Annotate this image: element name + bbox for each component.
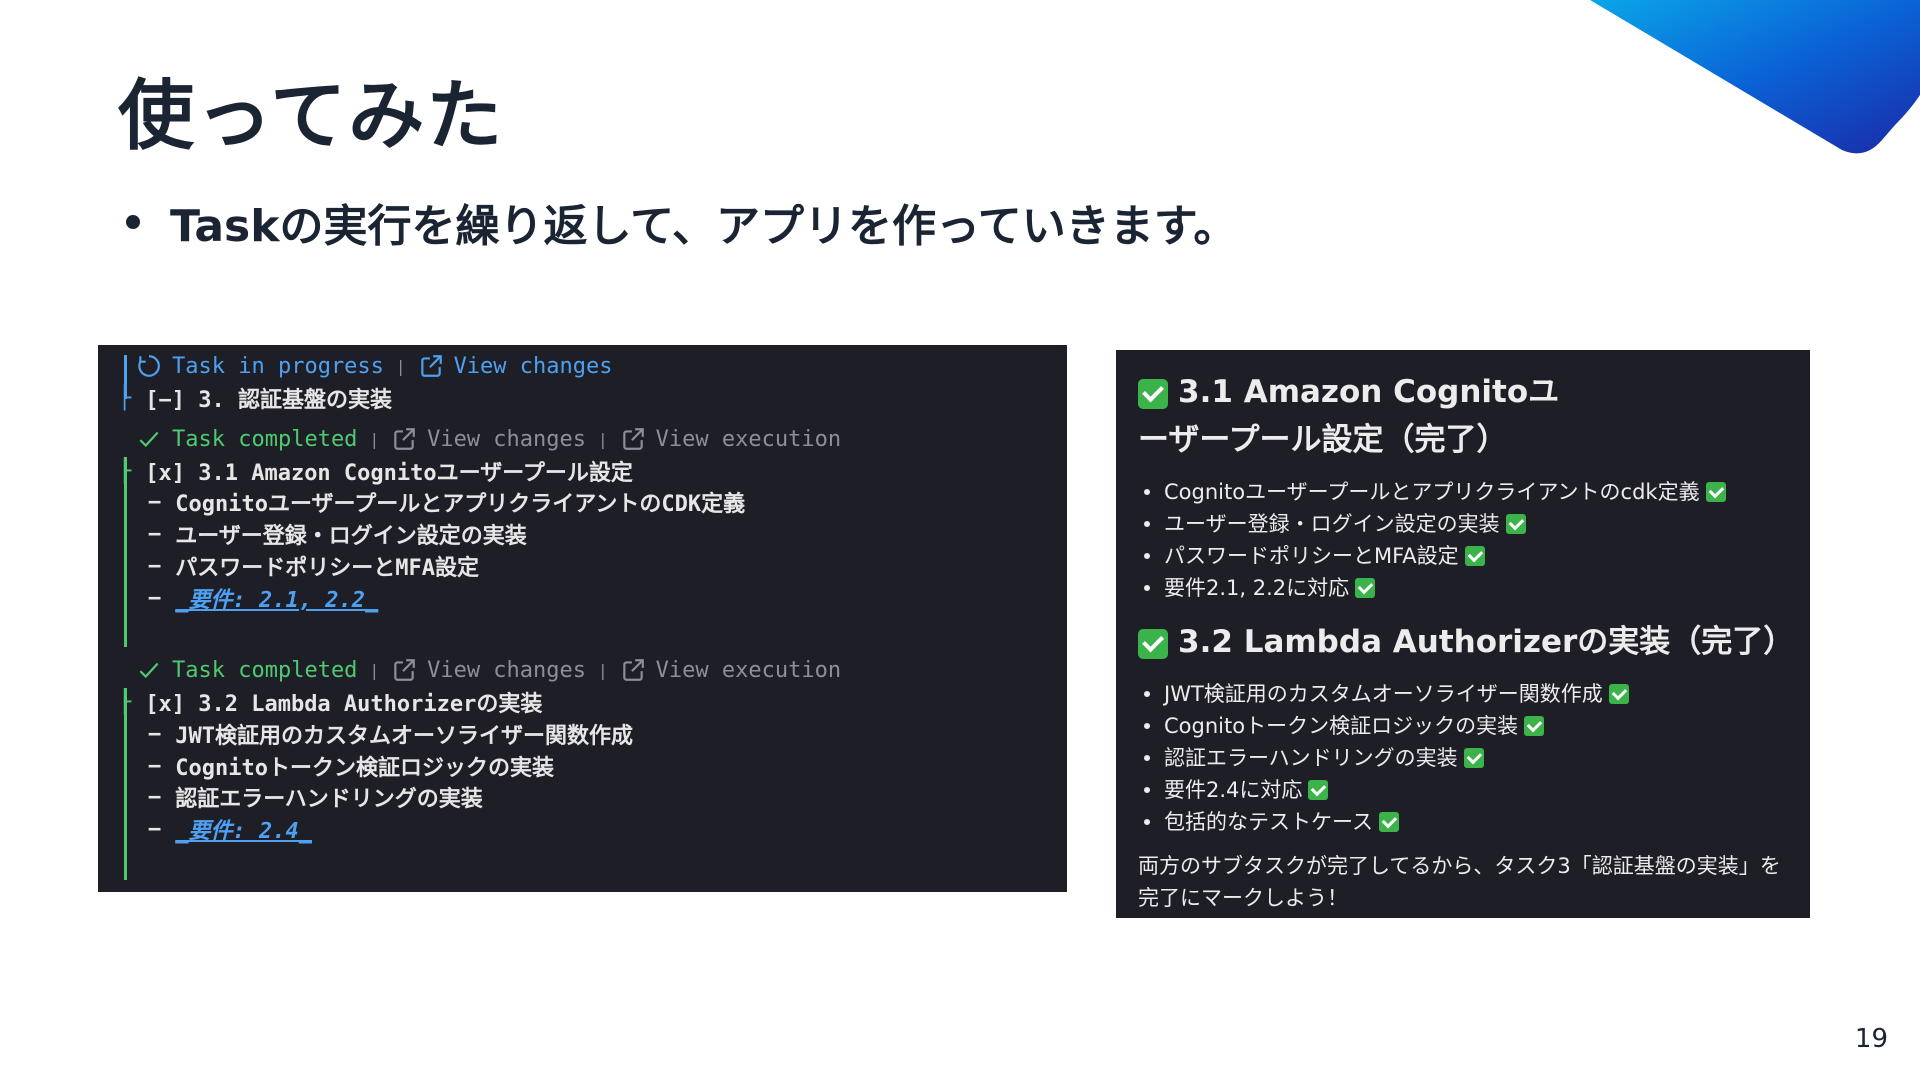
slide-bullet: Taskの実行を繰り返して、アプリを作っていきます。 — [126, 190, 1237, 254]
external-link-icon — [622, 428, 644, 450]
task-a-item: −CognitoユーザープールとアプリクライアントのCDK定義 — [148, 489, 746, 518]
view-changes-link[interactable]: View changes — [427, 657, 587, 683]
terminal-panel: Task in progress | View changes ├ [−] 3.… — [98, 345, 1067, 892]
list-item: Cognitoトークン検証ロジックの実装 — [1144, 710, 1545, 742]
task-completed-row-a: Task completed | View changes | View exe… — [136, 424, 841, 454]
task-a-header-row: ├ [x] 3.1 Amazon Cognitoユーザープール設定 — [118, 456, 633, 487]
list-item: 認証エラーハンドリングの実装 — [1144, 742, 1484, 774]
task-b-item: −認証エラーハンドリングの実装 — [148, 784, 483, 813]
summary-footer: 両方のサブタスクが完了してるから、タスク3「認証基盤の実装」を完了にマークしよう… — [1138, 854, 1781, 910]
tree-line-task-a — [124, 457, 127, 647]
external-link-icon — [394, 659, 415, 681]
checked-box-icon — [1355, 578, 1376, 598]
bullet-dot — [126, 215, 140, 229]
section2-title: 3.2 Lambda Authorizerの実装（完了） — [1138, 618, 1794, 666]
external-link-icon — [420, 355, 442, 377]
section1-title-cont: ーザープール設定（完了） — [1138, 422, 1508, 458]
list-item: JWT検証用のカスタムオーソライザー関数作成 — [1144, 678, 1629, 710]
tree-line-task-b — [124, 688, 127, 880]
task-a-requirement: −_要件: 2.1, 2.2_ — [148, 585, 379, 614]
external-link-icon — [622, 659, 644, 681]
checked-box-icon — [1524, 716, 1545, 736]
checked-box-icon — [1308, 780, 1329, 800]
view-execution-link[interactable]: View execution — [655, 657, 842, 683]
task-completed-row-b: Task completed | View changes | View exe… — [136, 655, 841, 685]
task-b-item: −JWT検証用のカスタムオーソライザー関数作成 — [148, 721, 633, 750]
task-a-item: −パスワードポリシーとMFA設定 — [148, 553, 479, 582]
bullet-text: Taskの実行を繰り返して、アプリを作っていきます。 — [170, 201, 1238, 252]
list-item: パスワードポリシーとMFA設定 — [1144, 540, 1485, 572]
check-icon — [139, 662, 159, 679]
list-item: ユーザー登録・ログイン設定の実装 — [1144, 508, 1526, 540]
checked-box-icon — [1463, 748, 1484, 768]
task-completed-label: Task completed — [172, 426, 358, 452]
checked-box-icon — [1138, 628, 1168, 659]
checked-box-icon — [1608, 684, 1629, 704]
view-changes-link[interactable]: View changes — [453, 353, 613, 379]
view-execution-link[interactable]: View execution — [655, 426, 842, 452]
task-in-progress-label: Task in progress — [172, 353, 384, 379]
list-item: 要件2.4に対応 — [1144, 774, 1329, 806]
checked-box-icon — [1505, 514, 1526, 534]
checked-box-icon — [1138, 378, 1168, 409]
task-b-header: [x] 3.2 Lambda Authorizerの実装 — [145, 692, 543, 717]
task-completed-label: Task completed — [172, 657, 358, 683]
summary-panel: 3.1 Amazon Cognitoユ ーザープール設定（完了） Cognito… — [1116, 350, 1810, 918]
task-b-header-row: ├ [x] 3.2 Lambda Authorizerの実装 — [118, 687, 543, 718]
corner-decoration — [1590, 0, 1920, 154]
parent-task-row: ├ [−] 3. 認証基盤の実装 — [118, 383, 392, 414]
section1-title: 3.1 Amazon Cognitoユ — [1138, 368, 1559, 416]
list-item: 包括的なテストケース — [1144, 806, 1399, 838]
list-item: 要件2.1, 2.2に対応 — [1144, 572, 1376, 604]
task-in-progress-row: Task in progress | View changes — [136, 351, 613, 381]
task-b-item: −Cognitoトークン検証ロジックの実装 — [148, 753, 554, 782]
check-icon — [139, 431, 159, 448]
checked-box-icon — [1464, 546, 1485, 566]
spinner-icon — [138, 355, 160, 377]
list-item: Cognitoユーザープールとアプリクライアントのcdk定義 — [1144, 476, 1726, 508]
view-changes-link[interactable]: View changes — [427, 426, 587, 452]
page-number: 19 — [1854, 1024, 1888, 1054]
task-a-header: [x] 3.1 Amazon Cognitoユーザープール設定 — [145, 461, 633, 486]
slide-title: 使ってみた — [118, 71, 505, 160]
external-link-icon — [394, 428, 415, 450]
tree-line-top — [124, 355, 127, 399]
task-a-item: −ユーザー登録・ログイン設定の実装 — [148, 521, 527, 550]
checked-box-icon — [1378, 812, 1399, 832]
task-b-requirement: −_要件: 2.4_ — [148, 816, 312, 845]
parent-task-label: [−] 3. 認証基盤の実装 — [145, 388, 392, 413]
checked-box-icon — [1705, 482, 1726, 502]
